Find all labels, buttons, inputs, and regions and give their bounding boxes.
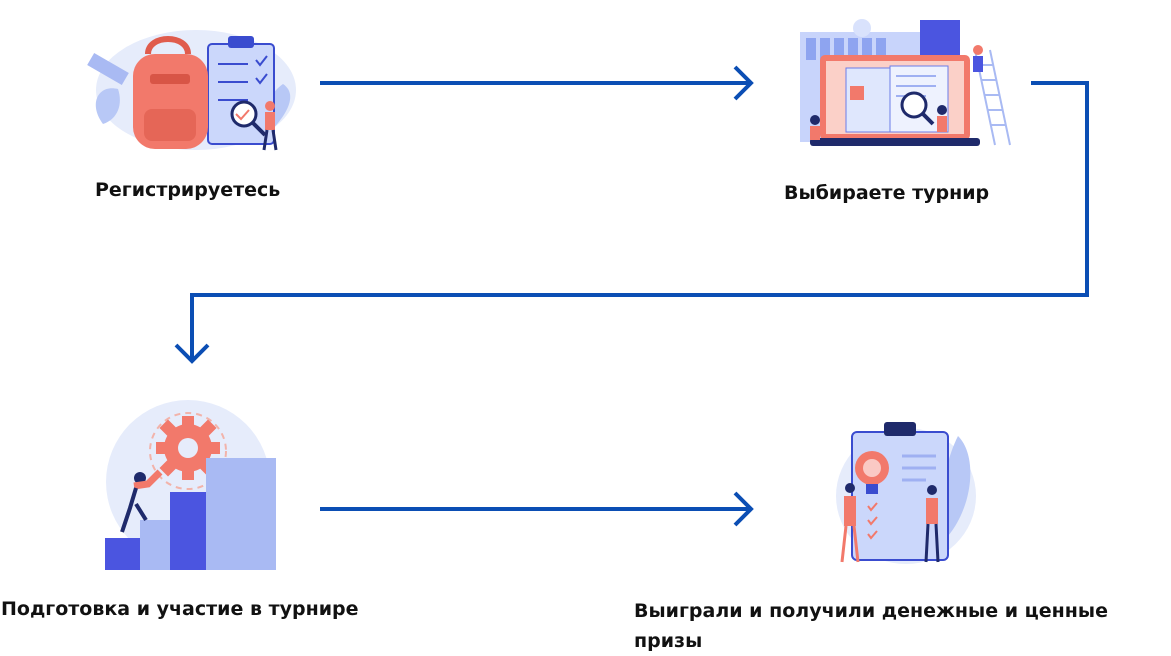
step-label-preparation: Подготовка и участие в турнире bbox=[1, 598, 359, 620]
arrow-head-down bbox=[174, 343, 210, 364]
step-label-choose-tournament: Выбираете турнир bbox=[784, 182, 990, 204]
connector-elbow bbox=[190, 81, 1089, 360]
step-label-prizes: Выиграли и получили денежные и ценные пр… bbox=[634, 600, 1108, 652]
step-label-register: Регистрируетесь bbox=[95, 179, 281, 201]
laptop-documents-icon bbox=[800, 19, 1011, 146]
arrow-head-1 bbox=[733, 65, 754, 101]
arrow-head-2 bbox=[733, 491, 754, 527]
lightbulb-clipboard-icon bbox=[836, 422, 976, 564]
gear-steps-icon bbox=[105, 400, 276, 570]
backpack-checklist-icon bbox=[87, 30, 296, 151]
